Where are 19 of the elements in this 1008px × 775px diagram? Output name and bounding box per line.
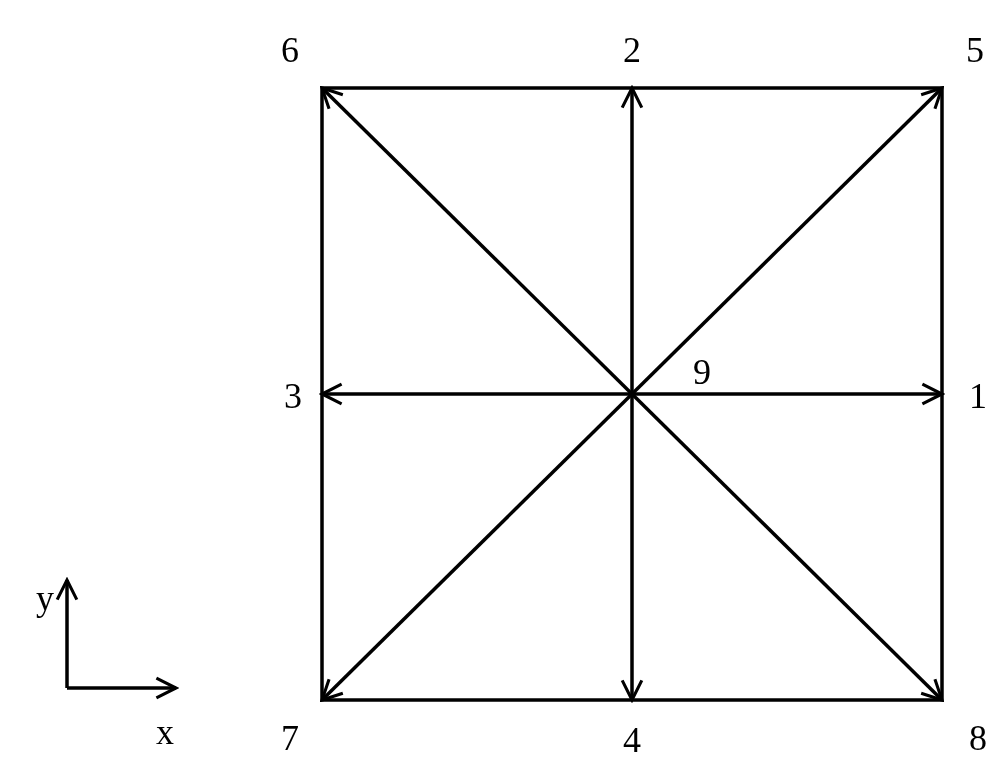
velocity-arrow — [320, 382, 632, 406]
axis-label: x — [156, 714, 174, 750]
axis-label: y — [36, 580, 54, 616]
velocity-arrow — [632, 382, 944, 406]
velocity-arrow — [630, 392, 944, 702]
lattice-direction-number: 7 — [281, 720, 299, 756]
lattice-direction-number: 9 — [693, 354, 711, 390]
lattice-direction-number: 2 — [623, 32, 641, 68]
velocity-arrow — [320, 392, 634, 702]
lattice-direction-number: 4 — [623, 722, 641, 758]
lattice-direction-number: 3 — [284, 378, 302, 414]
velocity-arrow — [320, 86, 634, 396]
velocity-arrow — [630, 86, 944, 396]
lattice-direction-number: 5 — [966, 32, 984, 68]
lattice-direction-number: 1 — [969, 378, 987, 414]
velocity-arrow — [620, 394, 644, 702]
lattice-direction-number: 6 — [281, 32, 299, 68]
lattice-direction-number: 8 — [969, 720, 987, 756]
velocity-arrow — [620, 86, 644, 394]
